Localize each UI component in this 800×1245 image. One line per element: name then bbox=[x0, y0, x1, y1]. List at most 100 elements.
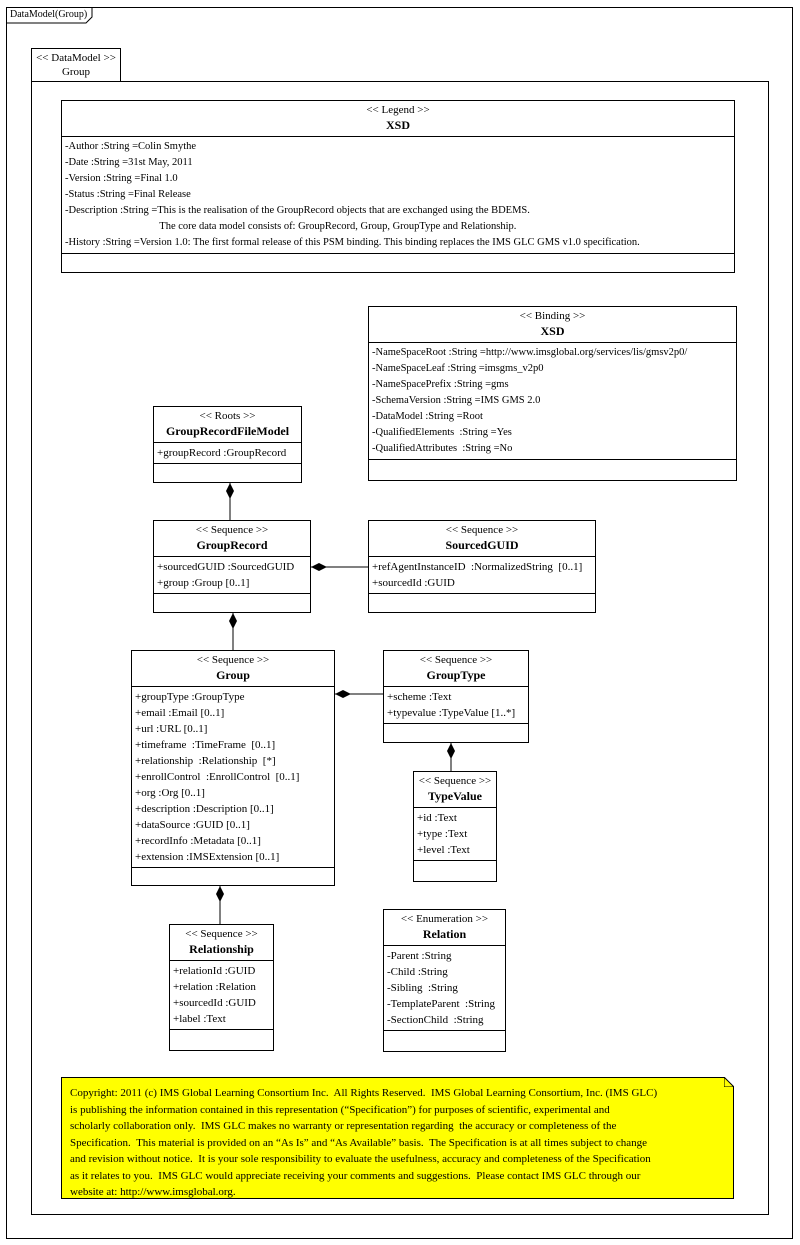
composition-diamond-group bbox=[335, 690, 351, 698]
grouprecord-name: GroupRecord bbox=[196, 538, 268, 552]
note-line: scholarly collaboration only. IMS GLC ma… bbox=[70, 1120, 617, 1132]
relation-stereotype: << Enumeration >> bbox=[400, 913, 489, 925]
package-tab[interactable]: << DataModel >> Group bbox=[31, 48, 121, 82]
group-attr: +email :Email [0..1] bbox=[135, 707, 225, 719]
binding-attr: -NameSpacePrefix :String =gms bbox=[372, 379, 509, 390]
note-line: Specification. This material is provided… bbox=[70, 1136, 648, 1149]
group-attr: +url :URL [0..1] bbox=[135, 723, 208, 735]
group-operations bbox=[132, 868, 334, 884]
composition-diamond-grouprecord bbox=[311, 563, 327, 571]
frame-tab-outline bbox=[6, 7, 93, 24]
relation-literal: -Child :String bbox=[387, 966, 448, 978]
binding-attr: -QualifiedAttributes :String =No bbox=[372, 443, 513, 454]
note-line: website at: http://www.imsglobal.org. bbox=[70, 1186, 236, 1198]
typevalue-class[interactable]: << Sequence >> TypeValue +id :Text +type… bbox=[413, 771, 497, 882]
legend-attr: The core data model consists of: GroupRe… bbox=[65, 221, 517, 232]
relationship-attr: +sourcedId :GUID bbox=[173, 997, 256, 1009]
legend-attr: -Date :String =31st May, 2011 bbox=[65, 157, 193, 168]
sourcedguid-attr: +sourcedId :GUID bbox=[372, 577, 455, 589]
relation-name: Relation bbox=[422, 927, 467, 941]
group-attr: +recordInfo :Metadata [0..1] bbox=[135, 835, 261, 847]
package-body bbox=[31, 81, 769, 1215]
relationship-attr: +label :Text bbox=[173, 1013, 226, 1025]
roots-stereotype: << Roots >> bbox=[199, 410, 256, 422]
note-line: and revision without notice. It is your … bbox=[70, 1153, 651, 1165]
relationship-class[interactable]: << Sequence >> Relationship +relationId … bbox=[169, 924, 274, 1051]
relationship-name: Relationship bbox=[189, 942, 254, 956]
note-fold-corner bbox=[724, 1077, 734, 1087]
legend-attr: -History :String =Version 1.0: The first… bbox=[65, 237, 640, 248]
group-class[interactable]: << Sequence >> Group +groupType :GroupTy… bbox=[131, 650, 335, 886]
group-attr: +dataSource :GUID [0..1] bbox=[135, 819, 250, 831]
group-name: Group bbox=[216, 668, 250, 682]
note-line: is publishing the information contained … bbox=[70, 1103, 610, 1116]
package-stereotype: << DataModel >> bbox=[36, 52, 116, 64]
typevalue-attr: +type :Text bbox=[417, 828, 468, 840]
binding-stereotype: << Binding >> bbox=[519, 310, 586, 322]
composition-diamond-grouprecord-bottom bbox=[229, 613, 237, 629]
sourcedguid-attr: +refAgentInstanceID :NormalizedString [0… bbox=[372, 561, 583, 573]
relation-literal: -Sibling :String bbox=[387, 982, 458, 994]
grouptype-stereotype: << Sequence >> bbox=[419, 654, 493, 666]
legend-class[interactable]: << Legend >> XSD -Author :String =Colin … bbox=[61, 100, 735, 273]
relationship-attr: +relationId :GUID bbox=[173, 965, 256, 977]
package-name: Group bbox=[61, 66, 91, 78]
roots-operations bbox=[154, 464, 301, 480]
grouptype-name: GroupType bbox=[426, 668, 486, 682]
group-attr: +timeframe :TimeFrame [0..1] bbox=[135, 739, 276, 751]
typevalue-attr: +level :Text bbox=[417, 844, 470, 856]
legend-name: XSD bbox=[385, 118, 410, 132]
typevalue-name: TypeValue bbox=[427, 789, 482, 803]
sourcedguid-class[interactable]: << Sequence >> SourcedGUID +refAgentInst… bbox=[368, 520, 596, 613]
grouptype-operations bbox=[384, 724, 528, 740]
sourcedguid-name: SourcedGUID bbox=[445, 538, 519, 552]
legend-operations bbox=[62, 254, 734, 270]
group-attr: +org :Org [0..1] bbox=[135, 787, 205, 799]
diagram-frame bbox=[6, 7, 793, 1239]
binding-attr: -NameSpaceLeaf :String =imsgms_v2p0 bbox=[372, 363, 544, 374]
legend-stereotype: << Legend >> bbox=[366, 104, 430, 116]
grouprecord-attr: +sourcedGUID :SourcedGUID bbox=[157, 561, 295, 573]
grouptype-class[interactable]: << Sequence >> GroupType +scheme :Text +… bbox=[383, 650, 529, 743]
relation-enum[interactable]: << Enumeration >> Relation -Parent :Stri… bbox=[383, 909, 506, 1052]
legend-attr: -Version :String =Final 1.0 bbox=[65, 173, 178, 184]
binding-attr: -QualifiedElements :String =Yes bbox=[372, 427, 512, 438]
copyright-note[interactable]: Copyright: 2011 (c) IMS Global Learning … bbox=[61, 1077, 734, 1199]
group-attr: +groupType :GroupType bbox=[135, 691, 245, 703]
grouprecord-class[interactable]: << Sequence >> GroupRecord +sourcedGUID … bbox=[153, 520, 311, 613]
sourcedguid-stereotype: << Sequence >> bbox=[445, 524, 519, 536]
roots-name: GroupRecordFileModel bbox=[165, 424, 290, 438]
relationship-stereotype: << Sequence >> bbox=[185, 928, 258, 940]
grouprecord-operations bbox=[154, 594, 310, 610]
binding-attr: -DataModel :String =Root bbox=[372, 411, 483, 422]
note-line: as it relates to you. IMS GLC would appr… bbox=[70, 1169, 641, 1182]
binding-attr: -SchemaVersion :String =IMS GMS 2.0 bbox=[372, 395, 541, 406]
grouptype-attr: +scheme :Text bbox=[387, 691, 452, 703]
relation-operations bbox=[384, 1031, 505, 1047]
note-line: Copyright: 2011 (c) IMS Global Learning … bbox=[70, 1087, 658, 1099]
group-attr: +extension :IMSExtension [0..1] bbox=[135, 851, 280, 863]
roots-attr: +groupRecord :GroupRecord bbox=[157, 447, 287, 459]
group-stereotype: << Sequence >> bbox=[196, 654, 270, 666]
group-attr: +enrollControl :EnrollControl [0..1] bbox=[135, 771, 300, 783]
typevalue-attr: +id :Text bbox=[417, 812, 457, 824]
relation-literal: -Parent :String bbox=[387, 950, 452, 962]
grouprecordfilemodel-class[interactable]: << Roots >> GroupRecordFileModel +groupR… bbox=[153, 406, 302, 483]
composition-diamond-group-bottom bbox=[216, 886, 224, 902]
grouprecord-stereotype: << Sequence >> bbox=[195, 524, 269, 536]
relation-literal: -SectionChild :String bbox=[387, 1014, 484, 1026]
sourcedguid-operations bbox=[369, 594, 595, 610]
group-attr: +relationship :Relationship [*] bbox=[135, 755, 276, 767]
binding-class[interactable]: << Binding >> XSD -NameSpaceRoot :String… bbox=[368, 306, 737, 481]
group-attr: +description :Description [0..1] bbox=[135, 803, 274, 815]
composition-diamond-roots bbox=[226, 483, 234, 499]
binding-attr: -NameSpaceRoot :String =http://www.imsgl… bbox=[372, 347, 688, 358]
frame-title: DataModel(Group) bbox=[10, 9, 88, 20]
grouptype-attr: +typevalue :TypeValue [1..*] bbox=[387, 707, 516, 719]
legend-attr: -Description :String =This is the realis… bbox=[65, 205, 530, 216]
binding-operations bbox=[369, 460, 736, 476]
relationship-operations bbox=[170, 1030, 273, 1046]
relation-literal: -TemplateParent :String bbox=[387, 998, 495, 1010]
legend-attr: -Author :String =Colin Smythe bbox=[65, 141, 197, 152]
